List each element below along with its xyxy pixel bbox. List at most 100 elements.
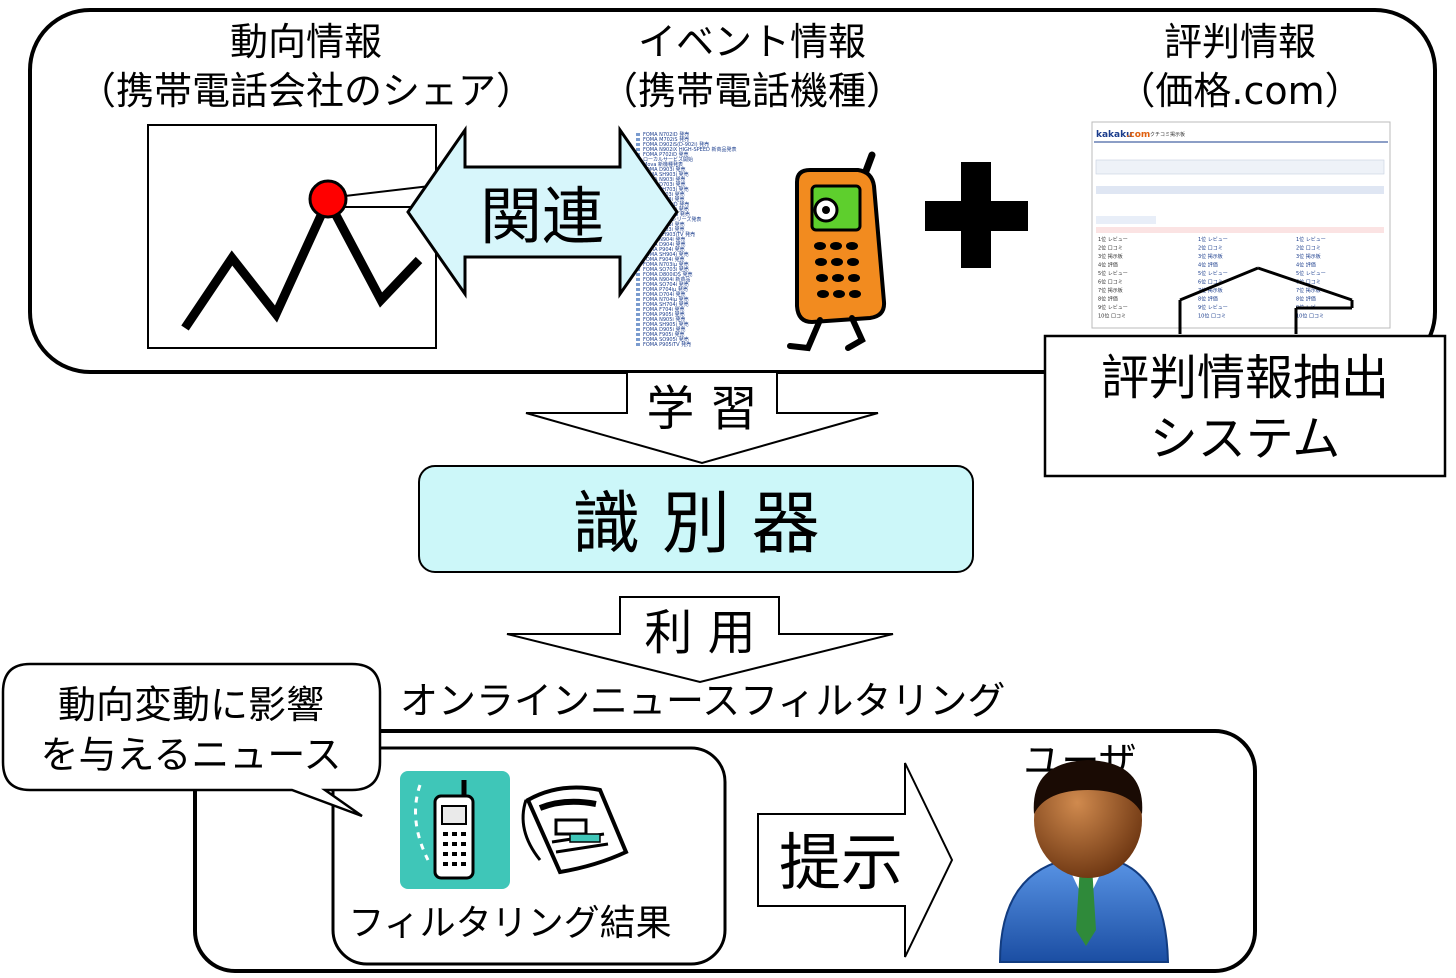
trend-title: 動向情報 (230, 20, 382, 64)
kakaku-row-cell[interactable]: 9位 レビュー (1198, 304, 1228, 311)
news-item-bullet (636, 318, 640, 321)
news-item[interactable]: FOMA SH903i 発売 (643, 171, 689, 178)
filter-result-label: フィルタリング結果 (348, 903, 671, 944)
news-item-bullet (636, 328, 640, 331)
kakaku-row-cell[interactable]: 8位 評価 (1198, 296, 1218, 303)
news-item[interactable]: FOMA N702iD 発売 (643, 131, 689, 138)
kakaku-row-cell[interactable]: 2位 口コミ (1198, 245, 1223, 252)
news-item[interactable]: FOMA P704iµ 発売 (643, 286, 688, 293)
news-item[interactable]: FOMA D704i 発売 (643, 291, 686, 298)
kakaku-row-cell: 9位 レビュー (1098, 304, 1128, 311)
kakaku-row-cell[interactable]: 1位 レビュー (1296, 236, 1326, 243)
news-item[interactable]: FOMA SH704i 発売 (643, 301, 689, 308)
news-item-bullet (636, 313, 640, 316)
kakaku-row-cell[interactable]: 7位 掲示板 (1198, 287, 1223, 294)
kakaku-row-cell[interactable]: 7位 掲示板 (1296, 287, 1321, 294)
news-item[interactable]: FOMA N902iX HIGH-SPEED 新商品発表 (643, 146, 736, 153)
news-item-bullet (636, 303, 640, 306)
news-item-bullet (636, 143, 640, 146)
news-item[interactable]: FOMA P702iD 発売 (643, 151, 689, 158)
news-item-bullet (636, 293, 640, 296)
news-item[interactable]: FOMA M702iS 発売 (643, 136, 689, 143)
news-item[interactable]: FOMA SO704i 発売 (643, 281, 689, 288)
trend-peak-point (308, 179, 348, 219)
news-item[interactable]: FOMA D902iS(D-902i) 発売 (643, 141, 709, 148)
classifier-label: 識 別 器 (572, 485, 819, 564)
kakaku-row-cell: 7位 掲示板 (1098, 287, 1123, 294)
news-item-bullet (636, 133, 640, 136)
relation-label: 関連 (480, 180, 604, 253)
callout-line2: を与えるニュース (41, 733, 342, 777)
extraction-system-box: 評判情報抽出 システム (1043, 334, 1447, 478)
kakaku-row-cell[interactable]: 6位 口コミ (1296, 279, 1321, 286)
kakaku-row-cell[interactable]: 4位 評価 (1198, 262, 1218, 269)
present-arrow: 提示 (757, 762, 954, 958)
reputation-title: 評判情報 (1164, 20, 1316, 64)
event-title: イベント情報 (638, 20, 866, 64)
kakaku-row-cell[interactable]: 3位 掲示板 (1296, 253, 1321, 260)
news-item[interactable]: FOMA D904i 発売 (643, 241, 686, 248)
news-item[interactable]: FOMA N704iµ 発売 (643, 296, 689, 303)
news-item[interactable]: FOMA F904i 発売 (643, 256, 685, 263)
extraction-system-line1: 評判情報抽出 (1101, 350, 1389, 406)
kakaku-row-cell[interactable]: 2位 口コミ (1296, 245, 1321, 252)
kakaku-row-cell: 4位 評価 (1098, 262, 1118, 269)
kakaku-row-cell[interactable]: 5位 レビュー (1296, 270, 1326, 277)
usage-label: 利 用 (644, 605, 755, 661)
news-item[interactable]: FOMA SH905i 発売 (643, 321, 689, 328)
kakaku-row-cell: 3位 掲示板 (1098, 253, 1123, 260)
news-item[interactable]: FOMA N905i 発売 (643, 316, 685, 323)
trend-chart (147, 124, 437, 349)
news-item[interactable]: FOMA SH903iTV 発売 (643, 231, 695, 238)
kakaku-row-cell: 5位 レビュー (1098, 270, 1128, 277)
news-item-bullet (636, 338, 640, 341)
news-item[interactable]: FOMA F905i 発売 (643, 331, 685, 338)
news-item[interactable]: ローカルサービス開始 (643, 156, 693, 163)
kakaku-header-title: クチコミ掲示板 (1150, 131, 1185, 138)
news-item-bullet (636, 273, 640, 276)
news-item[interactable]: FOMA SO703i 発売 (643, 266, 689, 273)
news-item-bullet (636, 343, 640, 346)
plus-icon (925, 162, 1028, 268)
news-item-bullet (636, 278, 640, 281)
news-item[interactable]: FOMA F704i 発売 (643, 306, 685, 313)
news-item[interactable]: FOMA N703iµ 発売 (643, 261, 689, 268)
kakaku-row-cell: 10位 口コミ (1098, 313, 1126, 320)
kakaku-row-cell[interactable]: 3位 掲示板 (1198, 253, 1223, 260)
news-item[interactable]: FOMA P905i 発売 (643, 311, 685, 318)
news-item[interactable]: FOMA D703i 発売 (643, 181, 686, 188)
classifier-box: 識 別 器 (418, 465, 974, 573)
news-item[interactable]: FOMA N904i 発売 (643, 236, 685, 243)
relation-double-arrow: 関連 (406, 125, 679, 299)
news-item[interactable]: FOMA D800iDS 発売 (643, 271, 693, 278)
online-news-filtering-label: オンラインニュースフィルタリング (400, 679, 1005, 723)
news-item[interactable]: FOMA SH904i 発売 (643, 251, 689, 258)
learning-label: 学 習 (646, 381, 757, 437)
kakaku-row-cell[interactable]: 10位 口コミ (1296, 313, 1324, 320)
kakaku-row-cell[interactable]: 5位 レビュー (1198, 270, 1228, 277)
news-item[interactable]: FOMA P904i 発売 (643, 246, 685, 253)
news-item[interactable]: FOMA D905i 発売 (643, 326, 686, 333)
news-item[interactable]: Mova 新機種発表 (643, 161, 683, 168)
news-item-bullet (636, 333, 640, 336)
kakaku-row-cell[interactable]: 8位 評価 (1296, 296, 1316, 303)
news-item-bullet (636, 308, 640, 311)
news-item[interactable]: FOMA N904i 新商品 (643, 276, 690, 283)
kakaku-row-cell[interactable]: 1位 レビュー (1198, 236, 1228, 243)
news-item[interactable]: FOMA D903i 発売 (643, 166, 686, 173)
event-subtitle: （携帯電話機種） (600, 69, 904, 113)
usage-arrow: 利 用 (506, 596, 894, 684)
news-item-bullet (636, 148, 640, 151)
news-item[interactable]: FOMA N903i 発売 (643, 176, 685, 183)
news-item[interactable]: FOMA P905iTV 発売 (643, 341, 691, 348)
kakaku-row-cell[interactable]: 10位 口コミ (1198, 313, 1226, 320)
news-item[interactable]: FOMA SO905i 発売 (643, 336, 689, 343)
news-item-bullet (636, 323, 640, 326)
news-item-bullet (636, 283, 640, 286)
kakaku-row-cell[interactable]: 6位 口コミ (1198, 279, 1223, 286)
callout-bubble: 動向変動に影響 を与えるニュース (1, 662, 382, 818)
walking-phone-icon (787, 151, 887, 352)
kakaku-row-cell[interactable]: 4位 評価 (1296, 262, 1316, 269)
news-item[interactable]: FOMA SH703i 発売 (643, 186, 689, 193)
